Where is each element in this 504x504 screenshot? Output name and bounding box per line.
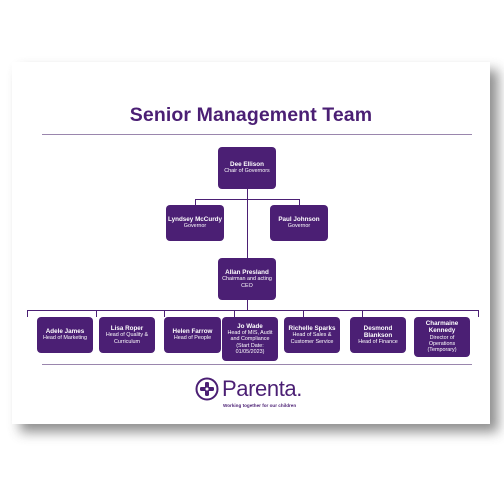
connector-governor-left bbox=[195, 199, 196, 205]
logo-tagline: Working together for our children bbox=[223, 403, 297, 408]
node-head-2: Lisa Roper Head of Quality & Curriculum bbox=[99, 317, 155, 353]
node-role: Head of Marketing bbox=[42, 335, 88, 342]
connector-head-4 bbox=[234, 310, 235, 317]
node-name: Adele James bbox=[45, 328, 85, 336]
node-name: Helen Farrow bbox=[172, 328, 213, 336]
node-head-6: Desmond Blankson Head of Finance bbox=[350, 317, 406, 353]
connector-head-3 bbox=[164, 310, 165, 317]
chart-title: Senior Management Team bbox=[129, 104, 373, 126]
node-head-4: Jo Wade Head of MIS, Audit and Complianc… bbox=[222, 317, 278, 361]
node-role: Head of MIS, Audit and Compliance (Start… bbox=[227, 329, 273, 355]
node-name: Lyndsey McCurdy bbox=[168, 216, 223, 224]
node-name: Paul Johnson bbox=[278, 216, 320, 224]
connector-top-down bbox=[247, 189, 248, 199]
bottom-rule bbox=[42, 364, 472, 365]
org-chart-sheet: Senior Management Team Dee Ellison Chair… bbox=[12, 62, 490, 424]
node-ceo: Allan Presland Chairman and acting CEO bbox=[218, 258, 276, 300]
connector-heads-bar bbox=[27, 310, 478, 311]
node-head-3: Helen Farrow Head of People bbox=[164, 317, 221, 353]
node-head-5: Richelle Sparks Head of Sales & Customer… bbox=[284, 317, 340, 353]
node-role: Chair of Governors bbox=[224, 168, 270, 175]
connector-head-7 bbox=[478, 310, 479, 317]
connector-ceo-down bbox=[247, 300, 248, 310]
logo-wordmark: Parenta. bbox=[222, 376, 302, 401]
connector-head-2 bbox=[96, 310, 97, 317]
node-role: Head of Finance bbox=[358, 339, 398, 345]
node-chair: Dee Ellison Chair of Governors bbox=[218, 147, 276, 189]
connector-head-5 bbox=[303, 310, 304, 317]
connector-head-1 bbox=[27, 310, 28, 317]
connector-to-ceo bbox=[247, 199, 248, 258]
node-name: Jo Wade bbox=[237, 322, 263, 330]
node-name: Charmaine Kennedy bbox=[425, 320, 459, 335]
node-name: Desmond Blankson bbox=[363, 324, 393, 339]
parenta-logo-icon bbox=[195, 377, 219, 401]
node-governor-1: Lyndsey McCurdy Governor bbox=[166, 205, 224, 241]
parenta-logo: Parenta. Working together for our childr… bbox=[195, 375, 315, 415]
node-role: Director of Operations (Temporary) bbox=[427, 334, 457, 354]
node-head-1: Adele James Head of Marketing bbox=[37, 317, 93, 353]
connector-head-6 bbox=[362, 310, 363, 317]
node-role: Head of People bbox=[173, 335, 212, 342]
node-name: Richelle Sparks bbox=[288, 324, 336, 332]
top-rule bbox=[42, 134, 472, 135]
node-role: Chairman and acting CEO bbox=[222, 276, 272, 289]
node-name: Dee Ellison bbox=[230, 161, 264, 169]
node-role: Head of Quality & Curriculum bbox=[105, 332, 149, 345]
node-role: Head of Sales & Customer Service bbox=[290, 332, 334, 345]
node-name: Allan Presland bbox=[225, 268, 269, 276]
node-name: Lisa Roper bbox=[110, 324, 144, 332]
connector-governor-right bbox=[299, 199, 300, 205]
node-role: Governor bbox=[287, 223, 311, 230]
node-governor-2: Paul Johnson Governor bbox=[270, 205, 328, 241]
node-role: Governor bbox=[183, 223, 207, 230]
node-head-7: Charmaine Kennedy Director of Operations… bbox=[414, 317, 470, 357]
